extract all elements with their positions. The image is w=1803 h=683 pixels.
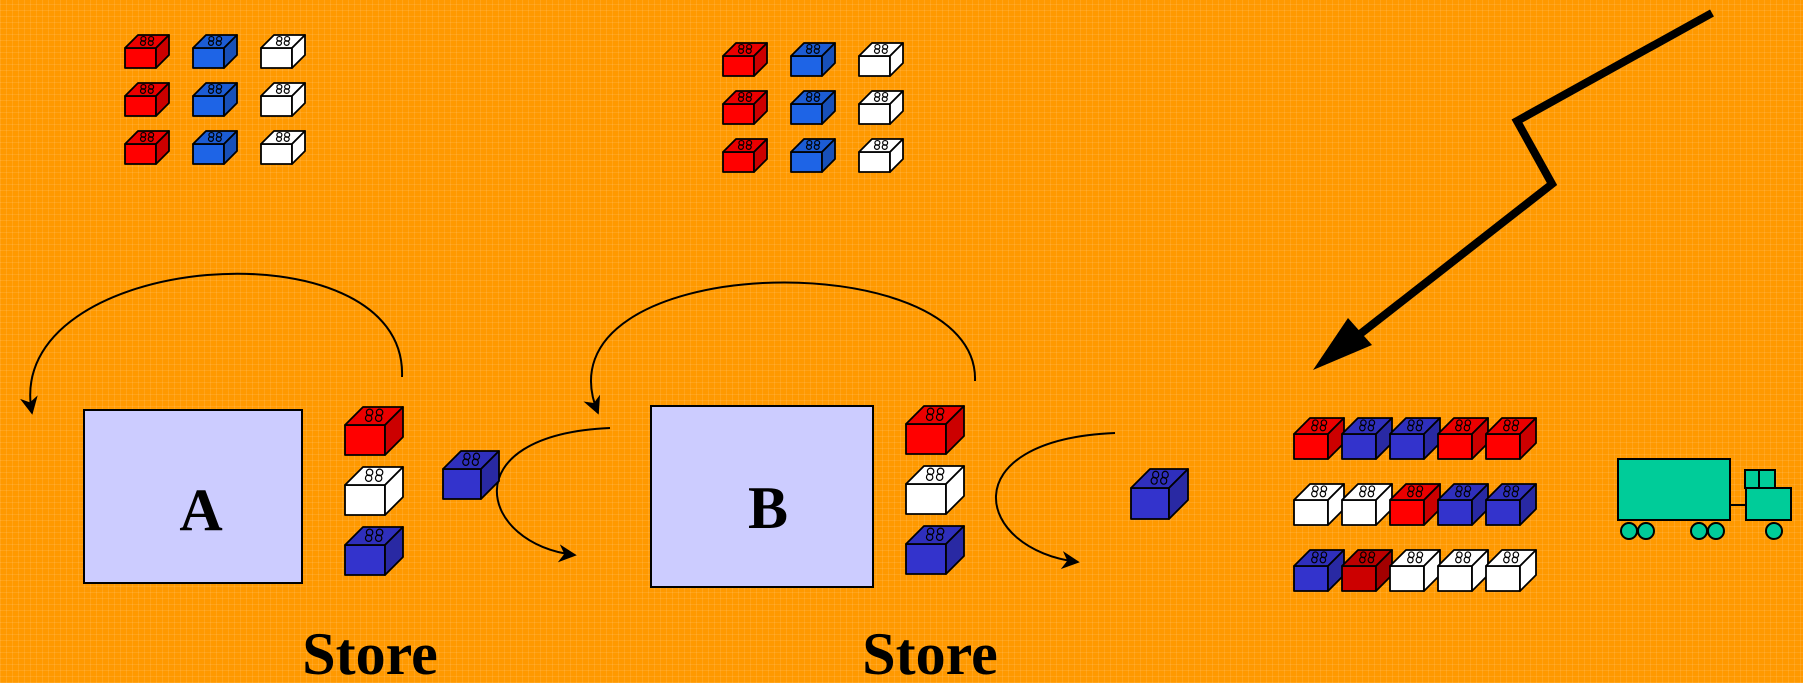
truck-icon xyxy=(1617,458,1792,540)
lego-brick-icon xyxy=(260,130,306,165)
lego-brick-icon xyxy=(858,42,904,77)
lego-brick-icon xyxy=(260,34,306,69)
moving-bricks xyxy=(442,450,1189,520)
cycle-arrow-icon xyxy=(583,281,977,415)
lego-brick-icon xyxy=(1389,483,1441,526)
lego-brick-icon xyxy=(124,130,170,165)
store-b-bricks xyxy=(905,405,965,575)
lego-brick-icon xyxy=(1130,468,1189,520)
lego-brick-icon xyxy=(1341,483,1393,526)
lego-brick-icon xyxy=(790,138,836,173)
lego-brick-icon xyxy=(1389,549,1441,592)
cycle-arrow-icon xyxy=(20,272,404,415)
shipping-lot-bricks xyxy=(1293,417,1537,592)
lego-brick-icon xyxy=(1437,483,1489,526)
process-label-a: A xyxy=(179,477,222,543)
lego-brick-icon xyxy=(192,82,238,117)
lego-brick-icon xyxy=(1293,417,1345,460)
process-label-b: B xyxy=(748,475,788,541)
process-box-a xyxy=(83,409,303,584)
lego-brick-icon xyxy=(1485,549,1537,592)
store-a-bricks xyxy=(344,406,404,576)
lego-brick-icon xyxy=(905,405,965,455)
kanban-bricks-a xyxy=(124,34,306,165)
lego-brick-icon xyxy=(344,526,404,576)
lego-brick-icon xyxy=(192,34,238,69)
lego-brick-icon xyxy=(1437,549,1489,592)
lego-brick-icon xyxy=(1437,417,1489,460)
lego-brick-icon xyxy=(124,82,170,117)
lego-brick-icon xyxy=(1341,549,1393,592)
lego-brick-icon xyxy=(790,42,836,77)
lego-brick-icon xyxy=(722,138,768,173)
kanban-bricks-b xyxy=(722,42,904,173)
lego-brick-icon xyxy=(1293,483,1345,526)
lego-brick-icon xyxy=(1293,549,1345,592)
lego-brick-icon xyxy=(722,42,768,77)
store-label-a: Store xyxy=(302,621,438,683)
lego-brick-icon xyxy=(1485,417,1537,460)
lego-brick-icon xyxy=(260,82,306,117)
lego-brick-icon xyxy=(1341,417,1393,460)
lego-brick-icon xyxy=(344,466,404,516)
process-box-b xyxy=(650,405,874,588)
lego-brick-icon xyxy=(905,525,965,575)
lego-brick-icon xyxy=(790,90,836,125)
lego-brick-icon xyxy=(1485,483,1537,526)
transfer-arrow xyxy=(495,427,611,563)
lego-brick-icon xyxy=(905,465,965,515)
lego-brick-icon xyxy=(858,90,904,125)
lego-brick-icon xyxy=(442,450,500,500)
lightning-arrow-icon xyxy=(1313,9,1714,370)
lego-brick-icon xyxy=(344,406,404,456)
lego-brick-icon xyxy=(858,138,904,173)
transfer-arrow xyxy=(995,432,1116,570)
lego-brick-icon xyxy=(124,34,170,69)
lego-brick-icon xyxy=(722,90,768,125)
store-label-b: Store xyxy=(862,621,998,683)
lego-brick-icon xyxy=(192,130,238,165)
lego-brick-icon xyxy=(1389,417,1441,460)
